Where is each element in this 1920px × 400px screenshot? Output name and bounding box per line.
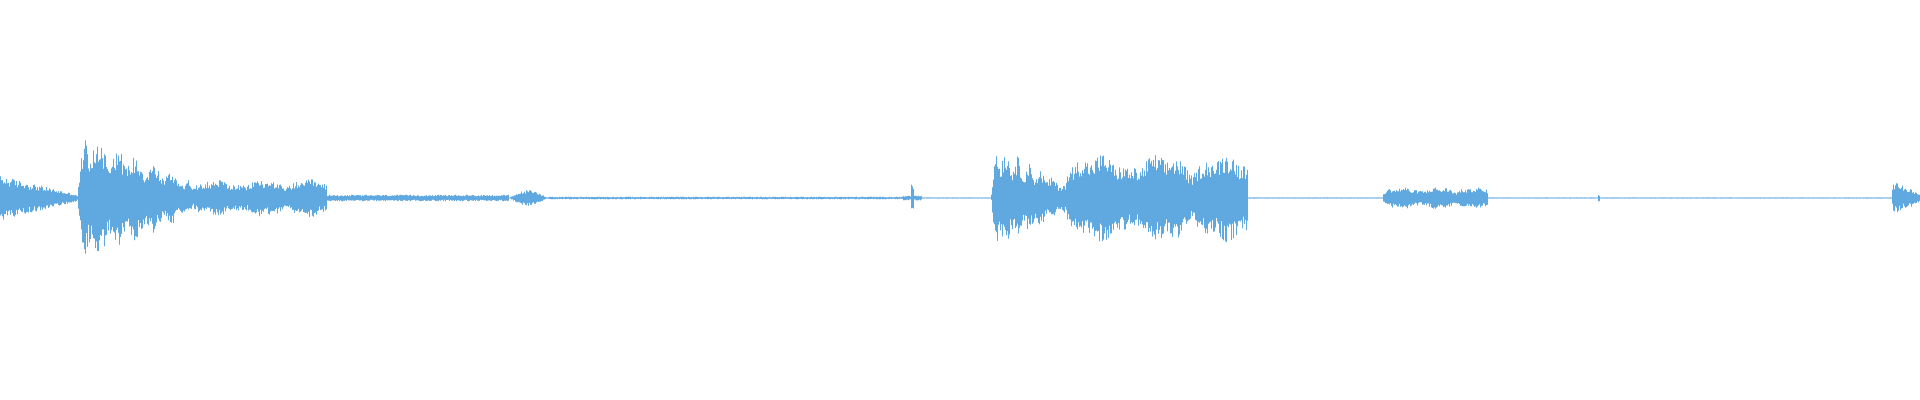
waveform-path	[0, 140, 1920, 254]
waveform-samples	[0, 140, 1920, 254]
